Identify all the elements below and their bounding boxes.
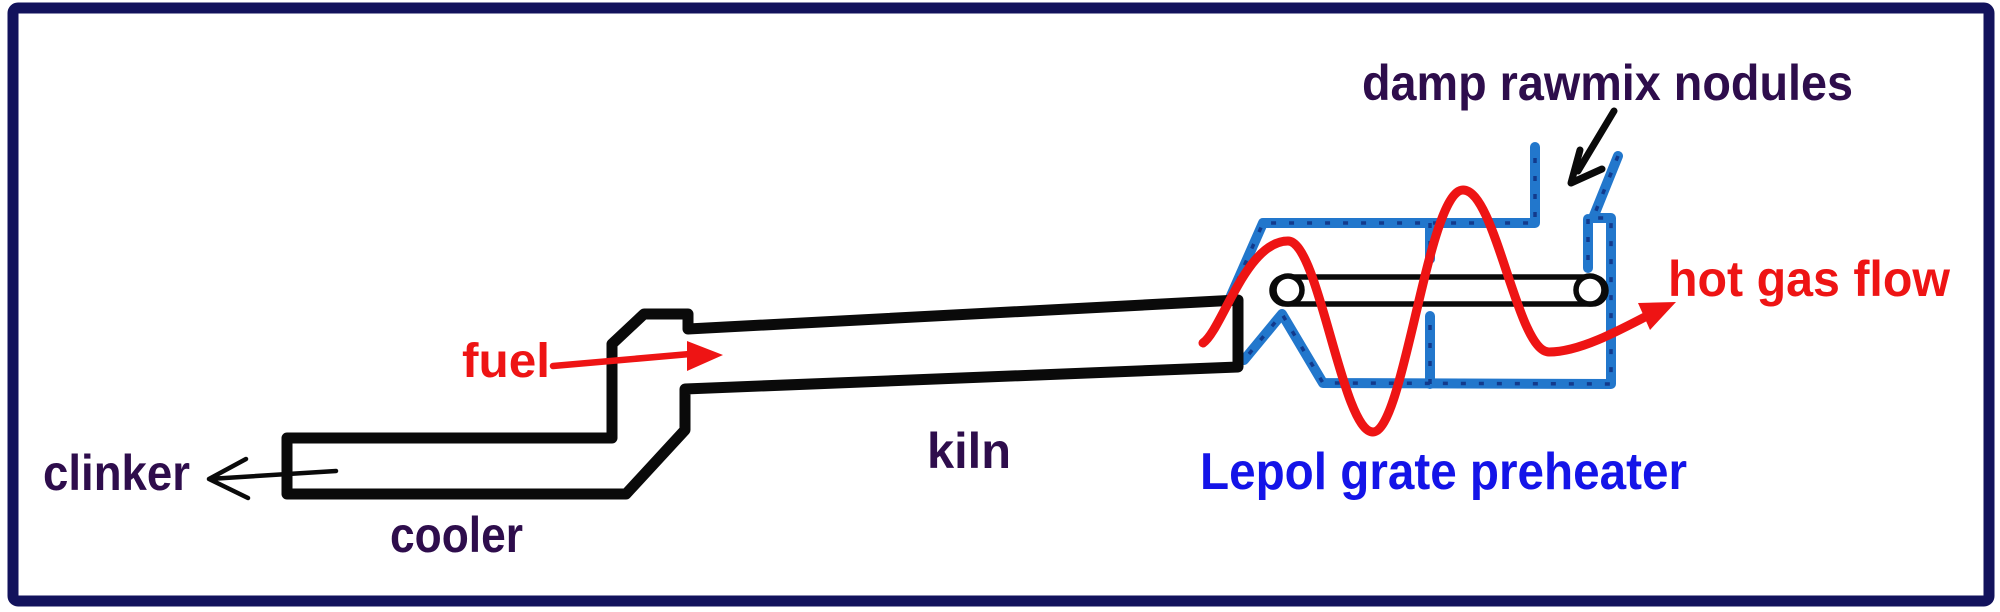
fuel-arrow-head: [687, 341, 723, 371]
cooler-hood-kiln-outline: [281, 294, 1244, 500]
cooler-label: cooler: [390, 507, 523, 563]
rawmix-label: damp rawmix nodules: [1362, 55, 1853, 111]
preheater-label: Lepol grate preheater: [1200, 443, 1687, 501]
hot-gas-wave: [1198, 185, 1667, 437]
kiln-label: kiln: [927, 423, 1011, 479]
grate-roller-left: [1271, 273, 1305, 307]
rawmix-arrow-head: [1567, 146, 1606, 187]
preheater-right-wall-and-floor: [1239, 151, 1623, 389]
fuel-arrow-shaft: [549, 350, 694, 370]
clinker-label: clinker: [43, 445, 190, 501]
grate-roller-right: [1573, 273, 1607, 307]
clinker-arrow: [206, 456, 339, 501]
fuel-label: fuel: [462, 335, 550, 388]
rawmix-arrow-shaft: [1574, 107, 1618, 175]
outer-border: [7, 2, 1995, 607]
kiln-cooler-group: [206, 107, 1618, 501]
hot-gas-flow-group: [549, 185, 1667, 437]
hot-gas-arrow-head: [1638, 302, 1676, 330]
hot-gas-flow-label: hot gas flow: [1668, 251, 1950, 307]
